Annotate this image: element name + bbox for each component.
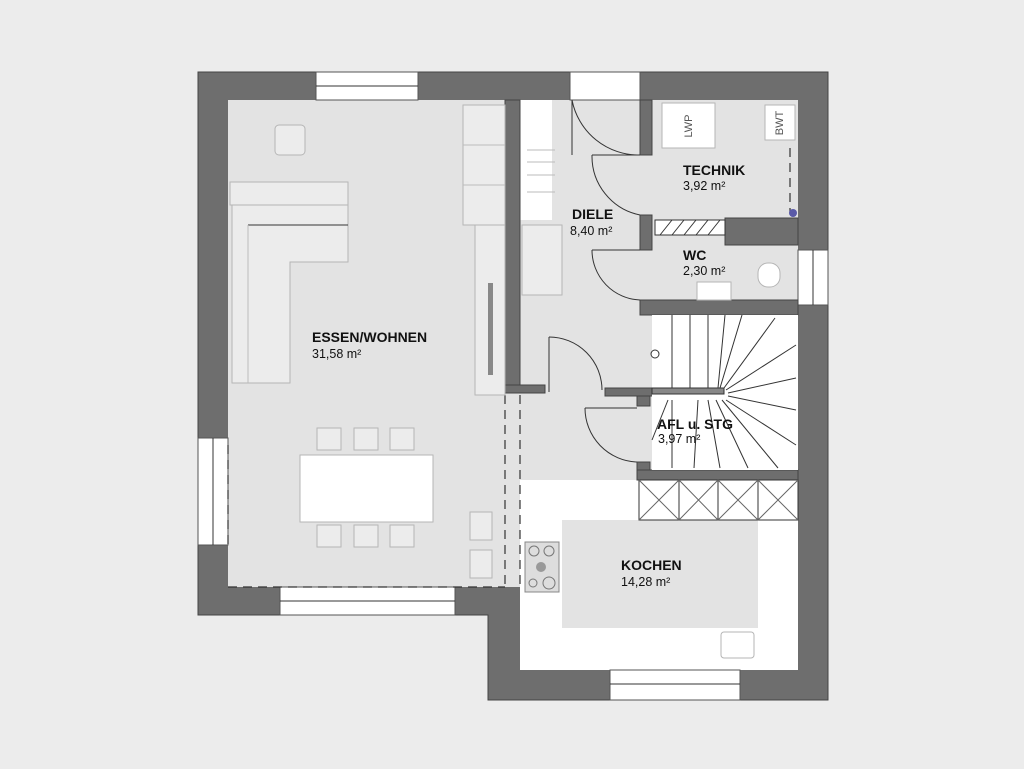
room-area-wc: 2,30 m² <box>683 264 725 278</box>
interior-walls <box>504 99 799 481</box>
kitchen-sink <box>720 631 755 659</box>
room-name-stair: AFL u. STG <box>657 416 733 432</box>
drain-icon <box>789 209 797 217</box>
staircase <box>650 314 798 470</box>
kitchen-floor <box>562 520 758 628</box>
water-softener-unit <box>764 104 796 141</box>
room-area-technik: 3,92 m² <box>683 179 725 193</box>
toilet-icon <box>757 262 781 288</box>
windows <box>197 71 829 701</box>
shaft-hatching <box>659 219 721 236</box>
kitchen-wall-cabinets <box>638 479 799 521</box>
room-area-diele: 8,40 m² <box>570 224 612 238</box>
heat-pump-label: LWP <box>683 114 695 137</box>
cooktop <box>524 541 560 593</box>
room-name-technik: TECHNIK <box>683 162 745 178</box>
heat-pump-unit <box>661 102 716 149</box>
room-area-stair: 3,97 m² <box>658 432 700 446</box>
water-softener-label: BWT <box>774 111 786 136</box>
doors <box>548 99 641 463</box>
wardrobe <box>520 100 552 220</box>
washbasin-icon <box>696 281 732 301</box>
living-furniture <box>229 104 563 579</box>
room-area-essen: 31,58 m² <box>312 347 361 361</box>
room-name-diele: DIELE <box>572 206 613 222</box>
room-name-wc: WC <box>683 247 706 263</box>
room-name-kochen: KOCHEN <box>621 557 682 573</box>
dining-table <box>299 454 434 523</box>
room-area-kochen: 14,28 m² <box>621 575 670 589</box>
room-name-essen: ESSEN/WOHNEN <box>312 329 427 345</box>
